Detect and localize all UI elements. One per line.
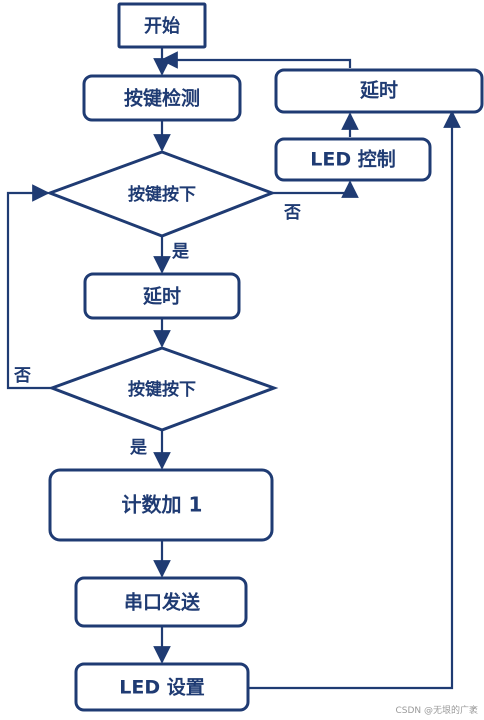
node-decision-key-pressed-1: 按键按下 — [45, 150, 277, 238]
connectors — [6, 47, 461, 690]
node-led-control-label: LED 控制 — [310, 148, 395, 171]
node-led-set: LED 设置 — [74, 662, 250, 712]
node-count-plus: 计数加 1 — [48, 468, 274, 542]
node-delay-1: 延时 — [83, 272, 241, 320]
edge-decision1-no — [272, 180, 359, 198]
edge-delay-to-detect — [160, 51, 352, 69]
edge-label-yes-2: 是 — [130, 438, 147, 458]
node-start: 开始 — [117, 2, 207, 49]
node-serial-send: 串口发送 — [74, 576, 248, 628]
node-delay-1-label: 延时 — [142, 286, 181, 308]
node-delay-2: 延时 — [274, 68, 484, 114]
node-serial-send-label: 串口发送 — [124, 591, 201, 614]
node-key-detect: 按键检测 — [82, 74, 242, 122]
node-led-control: LED 控制 — [274, 137, 432, 182]
node-start-label: 开始 — [144, 15, 180, 37]
edge-decision2-no-loop — [6, 184, 52, 390]
watermark: CSDN @无垠的广袤 — [395, 706, 478, 716]
edge-ledset-to-delay — [248, 110, 461, 690]
node-decision-key-pressed-2: 按键按下 — [47, 346, 279, 432]
edge-label-no-1: 否 — [283, 203, 301, 223]
node-count-plus-label: 计数加 1 — [122, 493, 203, 517]
edge-label-yes-1: 是 — [172, 242, 189, 262]
edge-label-no-2: 否 — [13, 366, 31, 386]
node-key-detect-label: 按键检测 — [124, 87, 200, 110]
node-decision-2-label: 按键按下 — [128, 379, 196, 400]
node-decision-1-label: 按键按下 — [128, 184, 196, 205]
node-led-set-label: LED 设置 — [119, 677, 204, 699]
node-delay-2-label: 延时 — [359, 80, 398, 102]
